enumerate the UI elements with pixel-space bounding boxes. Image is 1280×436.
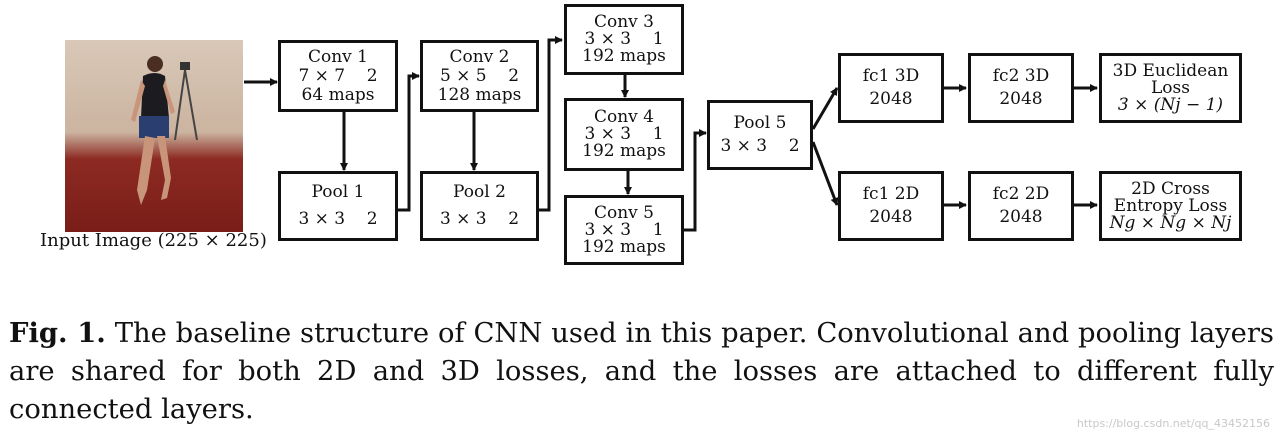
block-kernel: 3 × 3 1	[584, 219, 664, 240]
figure-caption: Fig. 1. The baseline structure of CNN us…	[9, 314, 1274, 429]
arrow-pool1-to-conv2	[397, 72, 420, 212]
block-title: Pool 5	[733, 113, 787, 133]
arrow-pool2-to-conv3	[538, 36, 563, 212]
block-title: 2D Cross	[1131, 178, 1210, 199]
block-maps: 64 maps	[301, 84, 375, 105]
block-units: 2048	[869, 89, 913, 109]
conv3-block: Conv 3 3 × 3 1 192 maps	[564, 4, 684, 75]
block-kernel: 3 × 3 1	[584, 29, 664, 49]
arrow-pool5-to-fc1-3d	[811, 87, 839, 130]
caption-text: The baseline structure of CNN used in th…	[9, 318, 1274, 425]
block-title: fc1 2D	[862, 184, 920, 204]
block-subtitle: Entropy Loss	[1113, 195, 1228, 216]
block-output-dim: Ng × Ng × Nj	[1109, 212, 1232, 233]
block-units: 2048	[999, 207, 1043, 227]
arrow-conv5-to-pool5	[684, 129, 707, 232]
pool2-block: Pool 2 3 × 3 2	[420, 171, 539, 241]
block-title: Conv 4	[593, 107, 654, 127]
block-title: Conv 2	[449, 46, 510, 67]
conv4-block: Conv 4 3 × 3 1 192 maps	[564, 98, 684, 171]
block-title: 3D Euclidean	[1112, 60, 1229, 81]
block-title: fc1 3D	[862, 66, 920, 86]
block-maps: 192 maps	[582, 46, 666, 66]
input-image-label: Input Image (225 × 225)	[40, 230, 267, 251]
watermark: https://blog.csdn.net/qq_43452156	[1076, 417, 1270, 430]
block-units: 2048	[869, 207, 913, 227]
pool5-block: Pool 5 3 × 3 2	[707, 100, 813, 170]
block-title: Conv 3	[593, 12, 654, 32]
block-title: Conv 5	[593, 202, 654, 223]
fc2-3d-block: fc2 3D 2048	[968, 53, 1074, 123]
block-kernel: 5 × 5 2	[439, 65, 520, 86]
block-subtitle: Loss	[1151, 77, 1190, 98]
pool1-block: Pool 1 3 × 3 2	[278, 171, 398, 241]
connection-arrows	[244, 36, 1098, 232]
conv1-block: Conv 1 7 × 7 2 64 maps	[278, 40, 398, 112]
fc1-2d-block: fc1 2D 2048	[838, 171, 944, 241]
block-title: Conv 1	[307, 46, 368, 67]
loss-3d-block: 3D Euclidean Loss 3 × (Nj − 1)	[1099, 53, 1242, 123]
block-title: fc2 3D	[992, 66, 1050, 86]
block-kernel: 7 × 7 2	[298, 65, 378, 86]
block-title: Pool 1	[311, 182, 365, 202]
conv2-block: Conv 2 5 × 5 2 128 maps	[420, 40, 539, 112]
block-kernel: 3 × 3 2	[298, 209, 378, 229]
block-kernel: 3 × 3 1	[584, 124, 664, 144]
block-maps: 128 maps	[437, 84, 522, 105]
figure-number: Fig. 1.	[9, 317, 106, 349]
block-maps: 192 maps	[582, 236, 666, 257]
block-maps: 192 maps	[582, 141, 666, 161]
walking-person-illustration	[131, 56, 198, 205]
block-kernel: 3 × 3 2	[720, 136, 800, 156]
block-output-dim: 3 × (Nj − 1)	[1117, 94, 1224, 115]
block-units: 2048	[999, 89, 1043, 109]
loss-2d-block: 2D Cross Entropy Loss Ng × Ng × Nj	[1099, 171, 1242, 241]
cnn-architecture-diagram: Input Image (225 × 225) Conv 1 7 × 7 2 6…	[40, 4, 1242, 265]
fc2-2d-block: fc2 2D 2048	[968, 171, 1074, 241]
block-title: fc2 2D	[992, 184, 1050, 204]
arrow-pool5-to-fc1-2d	[811, 141, 839, 206]
block-kernel: 3 × 3 2	[439, 209, 520, 229]
block-title: Pool 2	[453, 182, 506, 202]
input-image-photo	[65, 40, 243, 232]
conv5-block: Conv 5 3 × 3 1 192 maps	[564, 195, 684, 265]
fc1-3d-block: fc1 3D 2048	[838, 53, 944, 123]
